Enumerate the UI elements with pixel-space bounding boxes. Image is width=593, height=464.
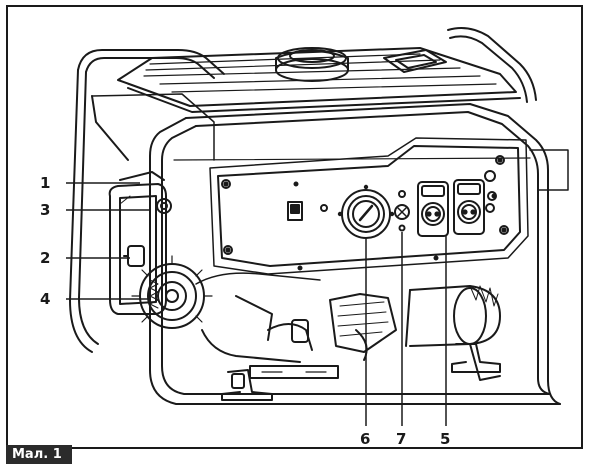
callout-label-5: 5 xyxy=(440,430,450,448)
callout-label-2: 2 xyxy=(40,249,50,267)
fuel-valve xyxy=(119,171,165,181)
callout-label-3: 3 xyxy=(40,201,50,219)
ac-socket-1 xyxy=(417,181,449,237)
figure-caption: Мал. 1 xyxy=(6,445,72,464)
front-frame xyxy=(149,103,569,405)
callout-label-6: 6 xyxy=(360,430,370,448)
engine xyxy=(91,93,501,401)
callout-label-7: 7 xyxy=(396,430,406,448)
choke-lever xyxy=(127,245,145,267)
fuel-tank xyxy=(117,47,521,113)
callout-label-4: 4 xyxy=(40,290,50,308)
fuel-gauge xyxy=(383,49,447,73)
callouts xyxy=(66,182,447,426)
dc-breaker xyxy=(394,204,410,220)
callout-label-1: 1 xyxy=(40,174,50,192)
indicator xyxy=(398,190,406,198)
air-filter-cover xyxy=(108,183,167,315)
figure-frame xyxy=(6,5,583,449)
engine-switch xyxy=(287,201,303,221)
control-panel xyxy=(209,137,529,275)
terminal xyxy=(484,170,496,182)
ac-socket-2 xyxy=(453,179,485,235)
